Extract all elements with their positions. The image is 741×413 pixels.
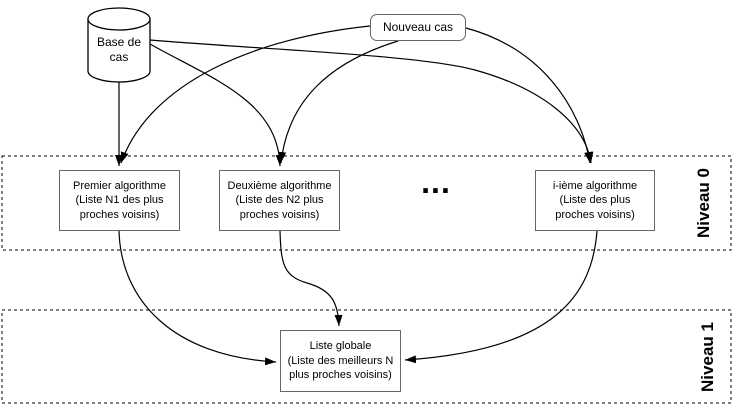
edge-premier-to-liste: [118, 230, 277, 366]
database-cylinder-icon: [87, 7, 151, 83]
edge-nouveau-to-premier: [120, 25, 371, 164]
i-ieme-algorithme-text: i-ième algorithme (Liste des plus proche…: [552, 179, 638, 221]
node-base-de-cas-label: Base de cas: [88, 30, 150, 70]
niveau-1-lane-border: [1, 309, 732, 404]
node-nouveau-cas: Nouveau cas: [370, 14, 466, 41]
base-de-cas-text: Base de cas: [96, 35, 142, 64]
edge-base-to-deuxieme: [149, 43, 284, 167]
edge-deuxieme-to-liste: [279, 230, 343, 327]
nouveau-cas-text: Nouveau cas: [382, 19, 454, 34]
ellipsis-text: ...: [421, 164, 451, 200]
niveau-0-lane-border: [1, 155, 732, 251]
node-premier-algorithme: Premier algorithme (Liste N1 des plus pr…: [59, 170, 180, 231]
node-liste-globale: Liste globale (Liste des meilleurs N plu…: [280, 330, 401, 392]
node-ellipsis: ...: [408, 158, 464, 198]
edge-nouveau-to-deuxieme: [278, 40, 399, 164]
node-i-ieme-algorithme: i-ième algorithme (Liste des plus proche…: [535, 170, 655, 231]
edge-nouveau-to-ieme: [465, 27, 593, 164]
niveau-1-label-text: Niveau 1: [698, 321, 717, 392]
edge-base-to-ieme: [149, 39, 594, 164]
node-deuxieme-algorithme: Deuxième algorithme (Liste des N2 plus p…: [219, 170, 340, 231]
niveau-1-label: Niveau 1: [686, 310, 730, 403]
liste-globale-text: Liste globale (Liste des meilleurs N plu…: [287, 340, 394, 382]
premier-algorithme-text: Premier algorithme (Liste N1 des plus pr…: [73, 179, 166, 221]
deuxieme-algorithme-text: Deuxième algorithme (Liste des N2 plus p…: [227, 179, 332, 221]
niveau-0-label: Niveau 0: [682, 156, 726, 250]
edge-ieme-to-liste: [404, 230, 598, 364]
niveau-0-label-text: Niveau 0: [694, 168, 713, 238]
